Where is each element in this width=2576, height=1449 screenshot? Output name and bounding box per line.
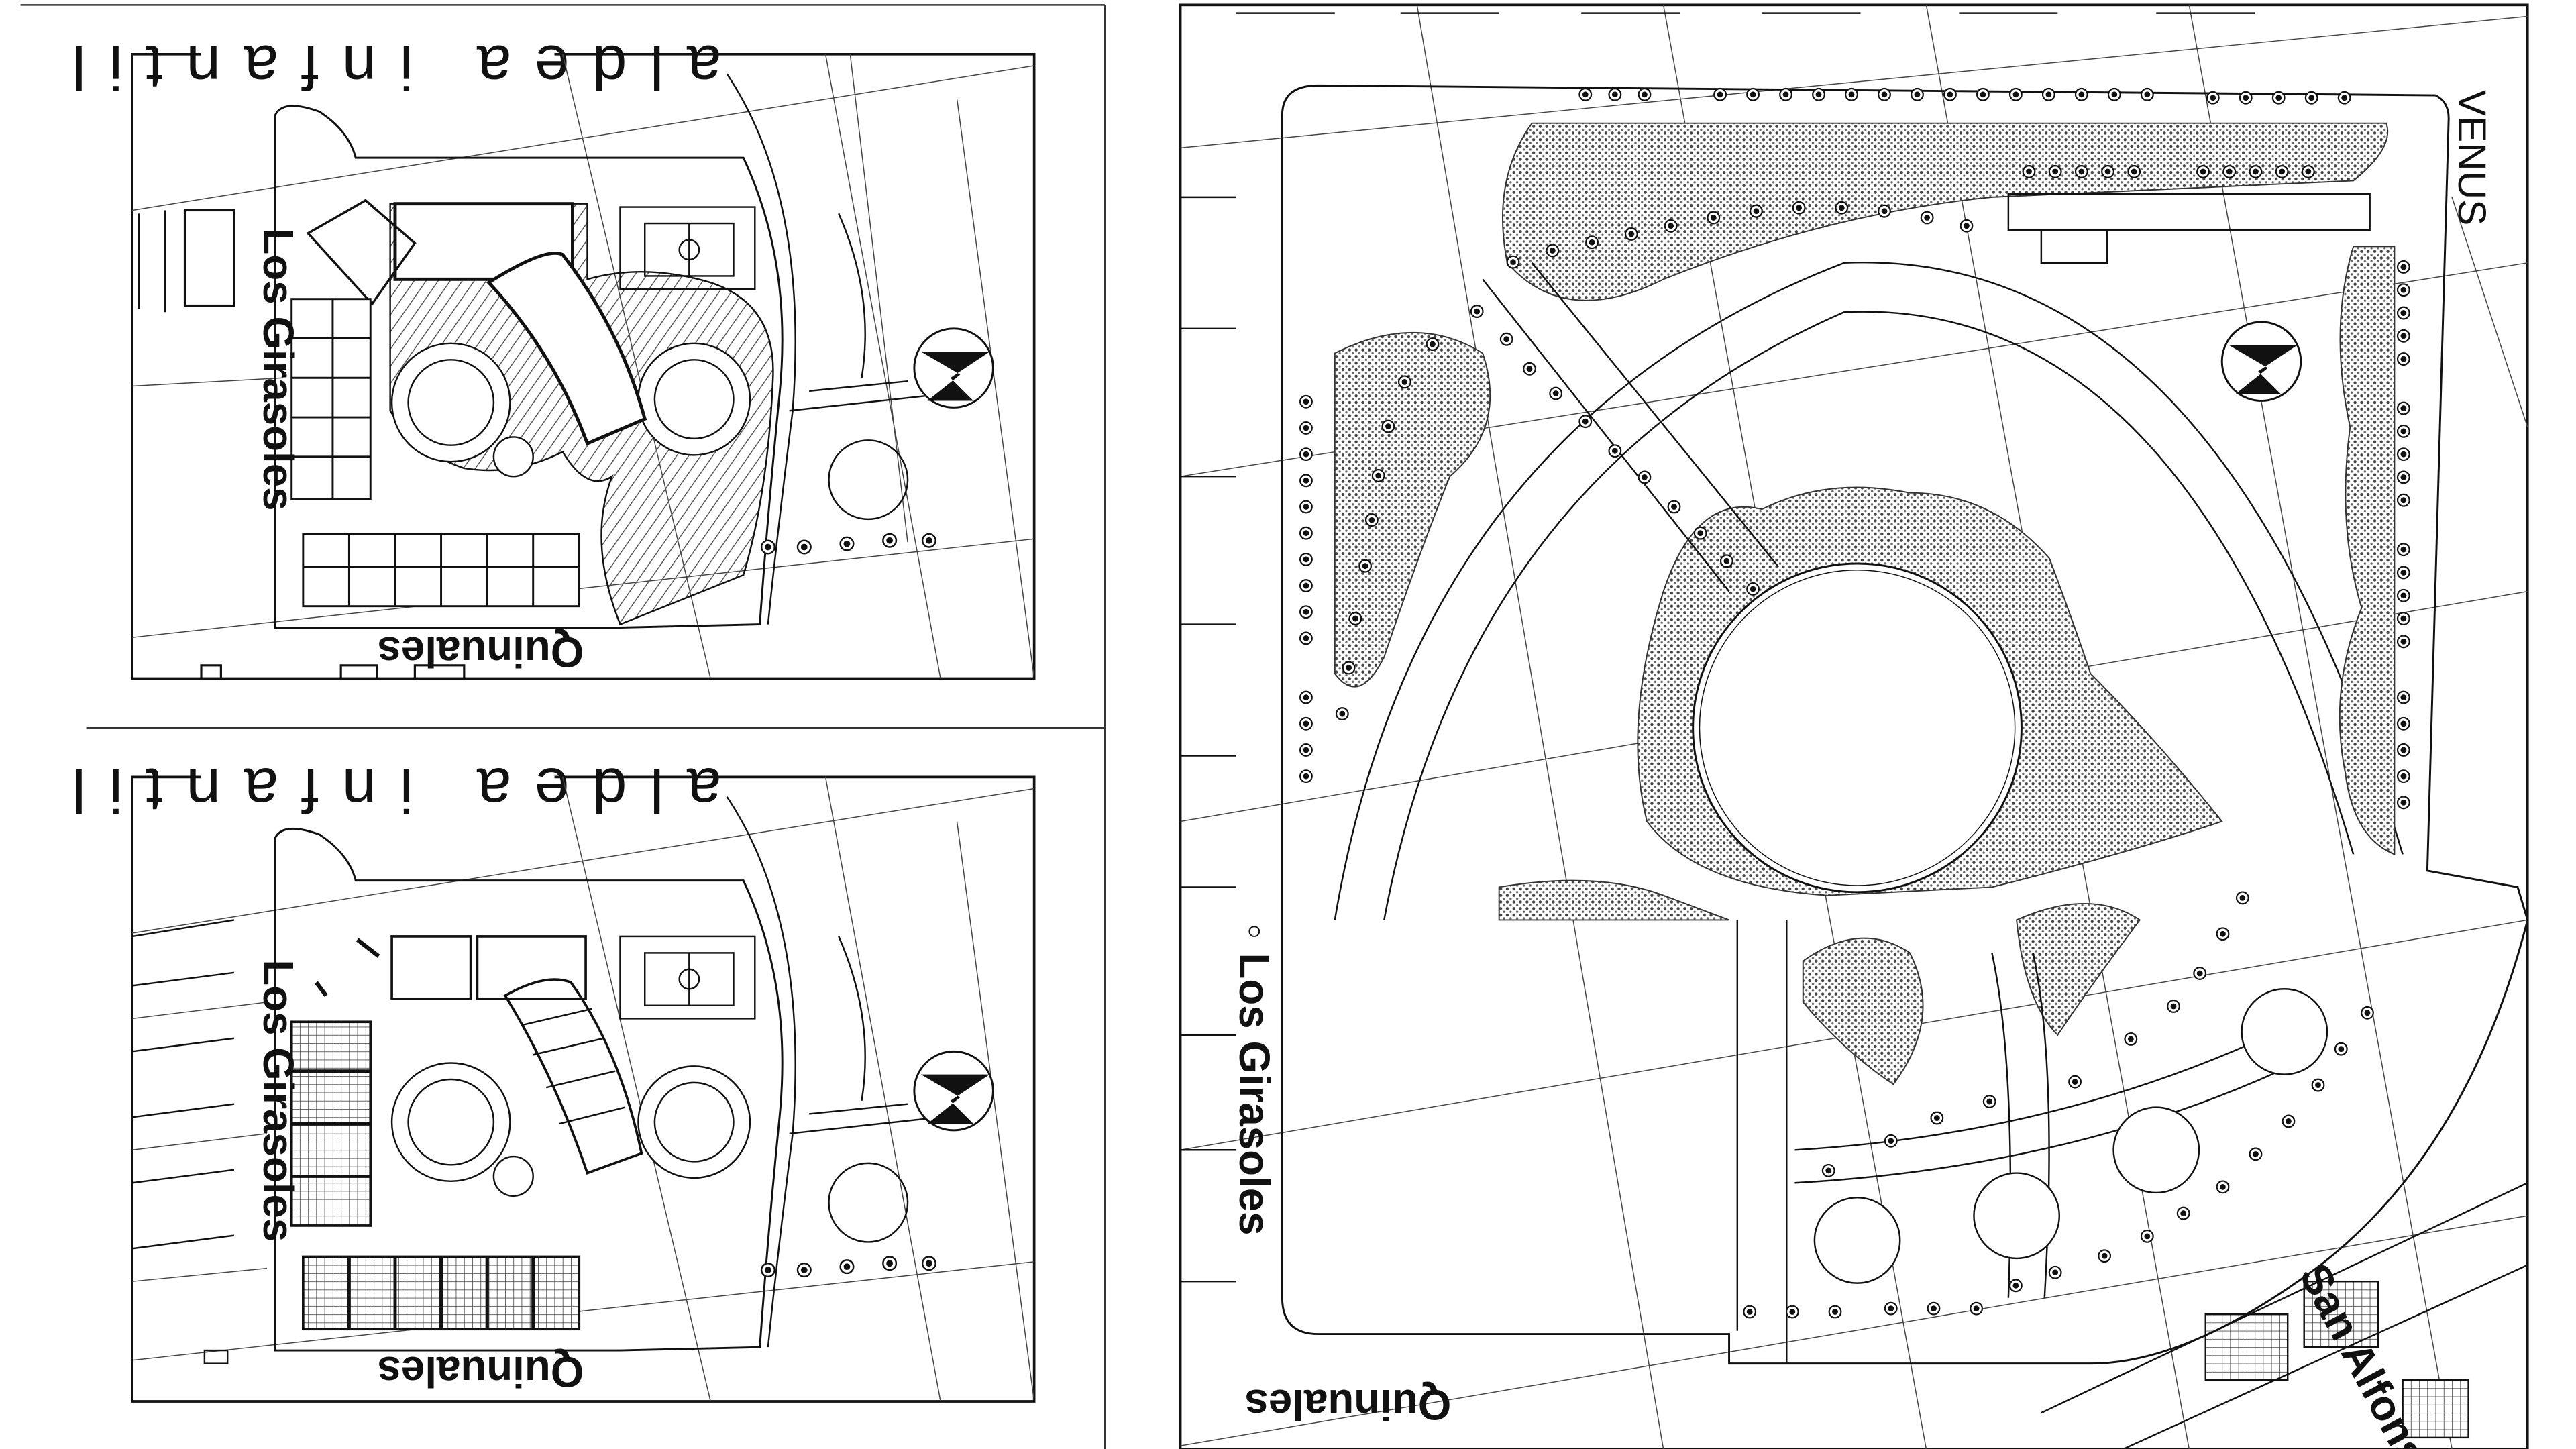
housing-south xyxy=(302,533,580,608)
housing-west xyxy=(290,298,372,500)
north-arrow-icon xyxy=(913,327,994,409)
grid-lines xyxy=(132,777,1035,1402)
vegetation-west xyxy=(1334,331,1491,688)
park-plan: Los Girasoles Quinuales VENUS San Alfons… xyxy=(1179,3,2529,1449)
plan-title: aldea infantil xyxy=(49,755,721,825)
adjacent-buildings xyxy=(131,919,235,1364)
housing-west xyxy=(290,1020,372,1227)
plan-title: aldea infantil xyxy=(49,33,721,103)
sports-court xyxy=(619,206,756,290)
building-floor-plan xyxy=(314,935,643,1175)
street-label-west: Los Girasoles xyxy=(1230,953,1278,1236)
street-label-south: Quinuales xyxy=(377,628,584,676)
vegetation-east xyxy=(2339,246,2396,855)
vegetation-south-strip xyxy=(1498,879,1729,921)
tree-row xyxy=(760,1256,936,1278)
sports-court xyxy=(619,935,756,1020)
vegetation-north xyxy=(1501,122,2389,301)
north-arrow-icon xyxy=(913,1050,994,1132)
street-label-south: Quinuales xyxy=(377,1348,584,1395)
central-plaza xyxy=(1692,562,2023,894)
tree-row xyxy=(760,533,936,555)
plan-2: aldea infantil xyxy=(49,755,1036,1403)
north-arrow-icon xyxy=(2220,321,2302,402)
parking-north xyxy=(2007,193,2371,264)
sheet-frame xyxy=(20,4,1106,1449)
adjacent-buildings xyxy=(138,209,466,680)
vegetation-southwest xyxy=(1802,937,1924,1085)
vegetation-south-center xyxy=(2016,903,2141,1036)
main-building xyxy=(306,199,647,446)
housing-south xyxy=(302,1255,581,1331)
street-label-south: Quinuales xyxy=(1245,1381,1452,1428)
street-label-northeast: VENUS xyxy=(2450,90,2493,225)
street-label-west: Los Girasoles xyxy=(254,959,302,1242)
street-label-west: Los Girasoles xyxy=(254,229,302,511)
plan-1: aldea infantil xyxy=(49,33,1036,680)
